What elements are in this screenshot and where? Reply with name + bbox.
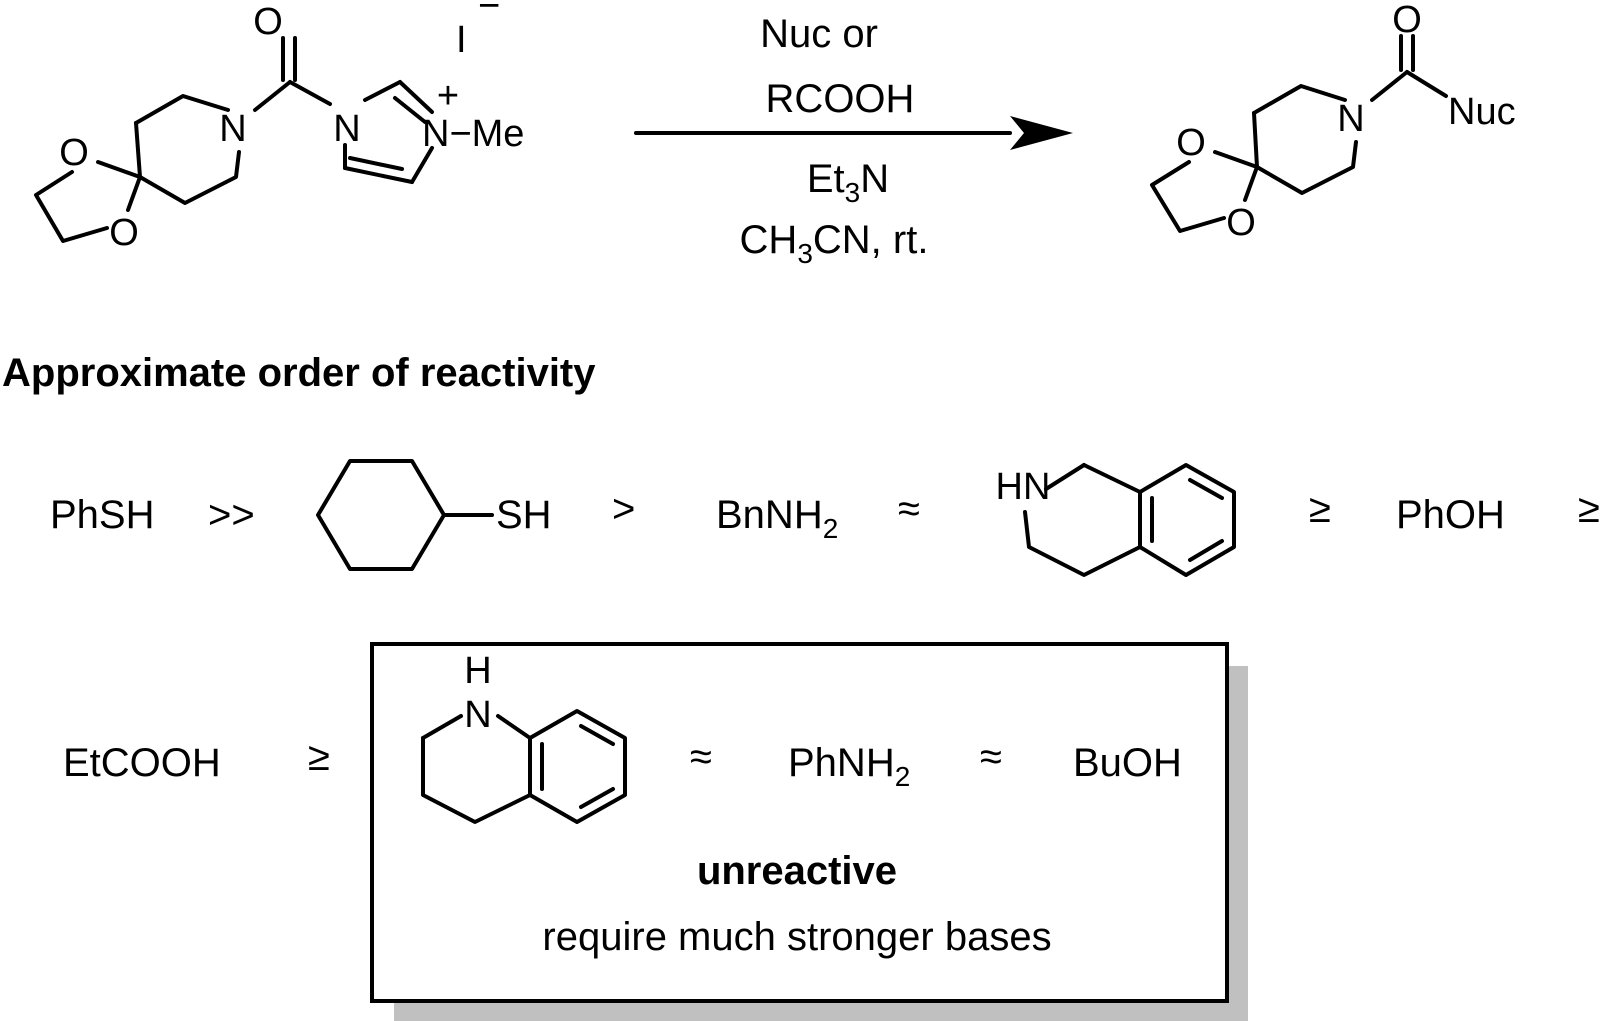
cation-charge: + <box>437 75 459 117</box>
unreactive-box <box>370 642 1229 1003</box>
imidazolium-n-methyl: N−Me <box>422 113 524 155</box>
phoh-label: PhOH <box>1396 493 1505 537</box>
phnh2-label: PhNH2 <box>788 741 910 792</box>
thq-hydrogen: H <box>464 650 491 692</box>
carbonyl-oxygen: O <box>253 1 283 43</box>
solvent-label: CH3CN, rt. <box>740 218 929 269</box>
unreactive-note: require much stronger bases <box>542 915 1051 959</box>
reactant-structure: O N O O N N−Me + I − <box>34 0 524 254</box>
reactivity-row-2: EtCOOH ≥ N H ≈ PhNH2 ≈ BuOH unreactive r… <box>63 642 1248 1021</box>
base-label: Et3N <box>807 157 889 208</box>
thiol-label: SH <box>496 493 552 537</box>
dioxolane-oxygen-top: O <box>59 132 89 174</box>
product-nuc-label: Nuc <box>1448 91 1516 133</box>
etcooh-label: EtCOOH <box>63 741 221 785</box>
relation-approx-1: ≈ <box>898 487 920 531</box>
product-oxygen-top: O <box>1176 122 1206 164</box>
relation-geq-2: ≥ <box>1578 487 1600 531</box>
product-carbonyl-oxygen: O <box>1392 0 1422 41</box>
product-nitrogen: N <box>1337 98 1364 140</box>
relation-approx-3: ≈ <box>980 735 1002 779</box>
relation-much-greater: >> <box>208 493 255 537</box>
reactivity-heading: Approximate order of reactivity <box>2 351 596 395</box>
benzene-ring <box>1138 463 1236 577</box>
imidazole-nitrogen: N <box>333 108 360 150</box>
thq-nitrogen: N <box>464 694 491 736</box>
thq-benzene-ring <box>528 709 627 824</box>
relation-geq-3: ≥ <box>308 735 330 779</box>
bnnh2-label: BnNH2 <box>716 493 838 544</box>
arrow-head <box>1010 116 1073 150</box>
reaction-arrow-group: Nuc or RCOOH Et3N CH3CN, rt. <box>634 12 1073 269</box>
product-structure: O N O O Nuc <box>1150 0 1516 244</box>
buoh-label: BuOH <box>1073 741 1182 785</box>
dioxolane-oxygen-bottom: O <box>109 212 139 254</box>
iodide-counterion: I <box>456 19 467 61</box>
relation-greater: > <box>612 487 635 531</box>
reagent-line-1: Nuc or <box>760 12 878 56</box>
relation-approx-2: ≈ <box>690 735 712 779</box>
thiq-nh-label: HN <box>996 466 1051 508</box>
iodide-charge: − <box>478 0 500 27</box>
phsh-label: PhSH <box>50 493 155 537</box>
reagent-line-2: RCOOH <box>766 77 915 121</box>
piperidine-nitrogen: N <box>219 108 246 150</box>
relation-geq-1: ≥ <box>1309 487 1331 531</box>
product-oxygen-bottom: O <box>1226 202 1256 244</box>
cyclohexane-ring <box>316 459 446 571</box>
reactivity-row-1: PhSH >> SH > BnNH2 ≈ HN ≥ PhOH ≥ <box>50 459 1600 577</box>
unreactive-title: unreactive <box>697 849 897 893</box>
